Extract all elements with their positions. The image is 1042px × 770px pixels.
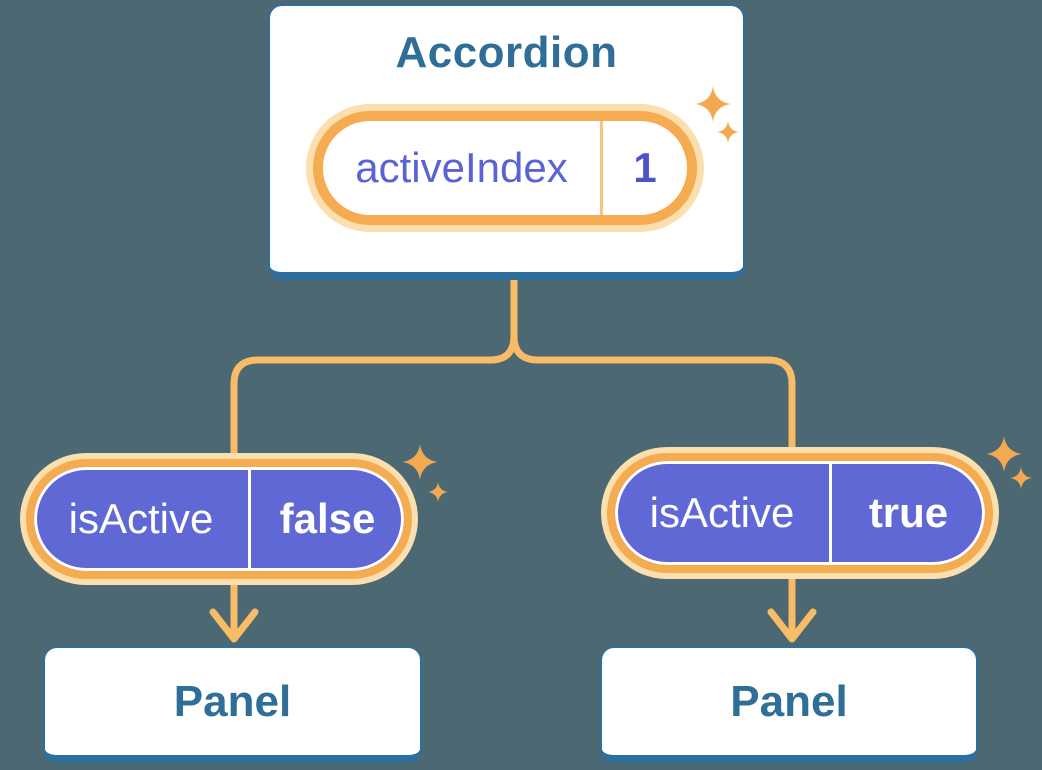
arrowhead-right bbox=[767, 608, 817, 643]
is-active-pill-left: isActive false bbox=[26, 459, 412, 579]
branch-line-left bbox=[230, 275, 518, 638]
sparkle-icon bbox=[986, 436, 1022, 472]
sparkle-icon bbox=[402, 444, 438, 480]
branch-line-right bbox=[510, 275, 796, 638]
panel-card-left: Panel bbox=[43, 646, 422, 763]
pill-divider bbox=[248, 470, 251, 568]
is-active-value: false bbox=[279, 495, 376, 542]
sparkle-icon bbox=[717, 121, 739, 143]
is-active-pill-right: isActive true bbox=[607, 453, 993, 573]
panel-label: Panel bbox=[173, 676, 292, 726]
sparkle-icon bbox=[1010, 467, 1032, 489]
pill-divider bbox=[600, 121, 603, 215]
panel-card-right: Panel bbox=[600, 646, 978, 763]
active-index-label: activeIndex bbox=[355, 144, 568, 191]
sparkle-icon bbox=[428, 482, 448, 502]
panel-label: Panel bbox=[730, 676, 848, 726]
is-active-value: true bbox=[868, 489, 949, 536]
active-index-pill: activeIndex 1 bbox=[313, 111, 697, 225]
active-index-value: 1 bbox=[633, 144, 657, 191]
sparkle-icon bbox=[695, 86, 731, 122]
arrowhead-left bbox=[209, 608, 259, 643]
accordion-title: Accordion bbox=[395, 28, 618, 77]
is-active-label: isActive bbox=[649, 489, 795, 536]
is-active-label: isActive bbox=[68, 495, 214, 542]
pill-divider bbox=[829, 464, 832, 562]
